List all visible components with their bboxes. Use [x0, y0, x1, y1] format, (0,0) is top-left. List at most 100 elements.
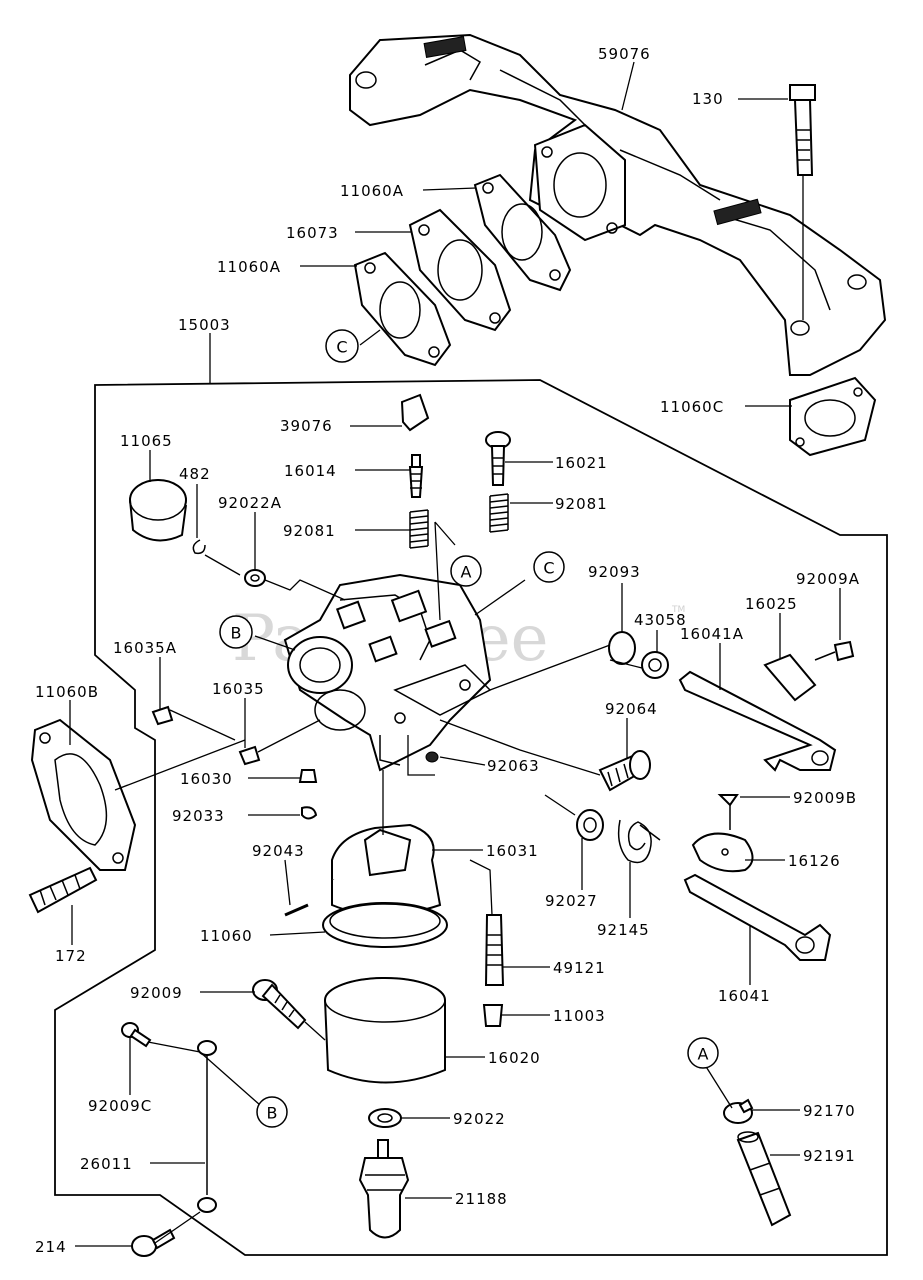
- label-92064: 92064: [605, 700, 658, 718]
- label-92043: 92043: [252, 842, 305, 860]
- svg-text:A: A: [461, 563, 472, 582]
- nozzle-49121: [484, 914, 505, 986]
- screw-92009: [252, 979, 307, 1030]
- gasket-11060A-lower: [353, 251, 452, 367]
- pin-92043: [284, 903, 309, 917]
- callout-c-mid: C: [533, 551, 565, 583]
- label-11003: 11003: [553, 1007, 606, 1025]
- label-92022A: 92022A: [218, 494, 282, 512]
- jet-11003: [482, 1004, 504, 1027]
- callout-b-lower: B: [256, 1096, 288, 1128]
- float-bowl-16020: [324, 977, 446, 1084]
- choke-plate-16025: [763, 653, 817, 702]
- callout-a-upper: A: [450, 555, 482, 587]
- choke-shaft-16041A: [678, 670, 837, 772]
- label-26011: 26011: [80, 1155, 133, 1173]
- gasket-11060: [322, 902, 448, 948]
- label-16035: 16035: [212, 680, 265, 698]
- part-92033: [301, 806, 318, 820]
- label-482: 482: [179, 465, 211, 483]
- label-49121: 49121: [553, 959, 606, 977]
- label-16041: 16041: [718, 987, 771, 1005]
- label-11060B: 11060B: [35, 683, 99, 701]
- label-92145: 92145: [597, 921, 650, 939]
- screw-92009C: [121, 1022, 152, 1048]
- pin-16035: [238, 745, 261, 766]
- bushing-92027: [576, 809, 604, 841]
- label-92191: 92191: [803, 1147, 856, 1165]
- bolt-130: [789, 84, 816, 320]
- label-92022: 92022: [453, 1110, 506, 1128]
- callout-b-upper: B: [219, 615, 253, 649]
- part-labels: 59076 130 11060A 16073 11060A 15003 1106…: [35, 45, 860, 1256]
- label-16021: 16021: [555, 454, 608, 472]
- label-92081-right: 92081: [555, 495, 608, 513]
- spring-92081-left: [409, 509, 429, 549]
- screw-92064: [598, 750, 651, 792]
- plug-92063: [425, 751, 439, 763]
- washer-92022: [368, 1108, 402, 1128]
- label-11060A-lower: 11060A: [217, 258, 281, 276]
- o-ring-92093: [608, 631, 636, 665]
- label-92009C: 92009C: [88, 1097, 152, 1115]
- label-21188: 21188: [455, 1190, 508, 1208]
- jet-16030: [298, 769, 318, 783]
- leader-lines: [69, 61, 841, 1247]
- stud-172: [28, 866, 98, 914]
- label-43058: 43058: [634, 611, 687, 629]
- svg-text:C: C: [336, 338, 347, 357]
- intake-manifold: [349, 33, 887, 376]
- label-16025: 16025: [745, 595, 798, 613]
- label-39076: 39076: [280, 417, 333, 435]
- label-92170: 92170: [803, 1102, 856, 1120]
- label-16014: 16014: [284, 462, 337, 480]
- assembly-frame: [54, 379, 888, 1256]
- gasket-11060A-upper: [473, 173, 572, 292]
- label-59076: 59076: [598, 45, 651, 63]
- label-16030: 16030: [180, 770, 233, 788]
- clip-482: [192, 539, 206, 555]
- label-11060A-upper: 11060A: [340, 182, 404, 200]
- label-16126: 16126: [788, 852, 841, 870]
- label-92009A: 92009A: [796, 570, 860, 588]
- tube-92191: [736, 1131, 792, 1227]
- label-16073: 16073: [286, 224, 339, 242]
- clamp-92170: [723, 1098, 754, 1124]
- spring-92081-right: [489, 493, 509, 533]
- cap-11065: [129, 479, 187, 542]
- screw-16021: [485, 431, 511, 486]
- label-214: 214: [35, 1238, 67, 1256]
- svg-text:B: B: [231, 624, 242, 643]
- label-11060: 11060: [200, 927, 253, 945]
- label-92027: 92027: [545, 892, 598, 910]
- watermark-tm: TM: [671, 605, 685, 615]
- screw-92009B: [717, 794, 739, 830]
- throttle-shaft-16041: [683, 873, 832, 961]
- label-16035A: 16035A: [113, 639, 177, 657]
- gasket-11060B: [30, 718, 137, 871]
- float-16031: [331, 823, 442, 916]
- label-11060C: 11060C: [660, 398, 724, 416]
- callout-a-lower: A: [687, 1037, 719, 1069]
- solenoid-21188: [358, 1139, 410, 1239]
- label-16020: 16020: [488, 1049, 541, 1067]
- seal-43058: [641, 651, 669, 679]
- washer-92022A: [244, 569, 266, 587]
- gasket-11060C: [789, 376, 877, 457]
- svg-text:C: C: [543, 559, 554, 578]
- label-92033: 92033: [172, 807, 225, 825]
- svg-text:A: A: [698, 1045, 709, 1064]
- label-15003: 15003: [178, 316, 231, 334]
- callout-c-top: C: [325, 329, 359, 363]
- carburetor-body: [283, 573, 492, 772]
- label-16041A: 16041A: [680, 625, 744, 643]
- insulator-16073: [408, 208, 512, 332]
- spring-92145: [617, 819, 661, 864]
- screw-16014: [408, 454, 424, 498]
- wire-26011: [197, 1040, 217, 1213]
- svg-text:B: B: [267, 1104, 278, 1123]
- label-92081-left: 92081: [283, 522, 336, 540]
- label-92009: 92009: [130, 984, 183, 1002]
- screw-92009A: [814, 640, 855, 662]
